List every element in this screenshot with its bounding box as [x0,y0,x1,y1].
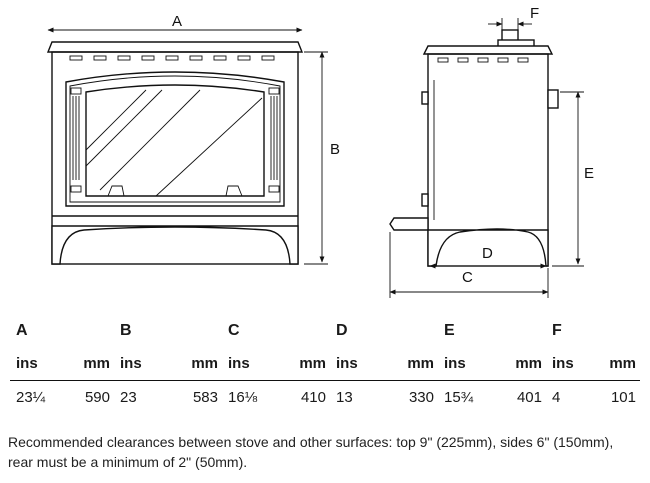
unit-mm: mm [191,354,218,372]
column-a-header: A [16,322,28,339]
value-d-ins: 13 [330,380,384,413]
stove-dimension-diagram: A B C [46,5,594,298]
dimension-f-label: F [530,5,539,22]
unit-mm: mm [83,354,110,372]
dimension-a-label: A [172,13,182,30]
value-d-mm: 330 [384,380,438,413]
value-b-mm: 583 [168,380,222,413]
value-c-ins: 16⅛ [222,380,276,413]
column-b-header: B [120,322,132,339]
table-letter-row: A B C D E F [10,316,640,346]
dimension-c-label: C [462,269,473,286]
value-e-mm: 401 [492,380,546,413]
value-f-ins: 4 [546,380,598,413]
value-a-mm: 590 [62,380,114,413]
value-e-ins: 15¾ [438,380,492,413]
unit-mm: mm [609,354,636,372]
front-view: A B [46,13,340,265]
value-b-ins: 23 [114,380,168,413]
unit-mm: mm [299,354,326,372]
dimensions-table: A B C D E F ins mm ins mm ins mm ins mm … [10,316,640,413]
unit-ins: ins [552,354,574,372]
unit-ins: ins [120,354,142,372]
clearance-note: Recommended clearances between stove and… [8,434,614,470]
value-f-mm: 101 [598,380,640,413]
unit-ins: ins [336,354,358,372]
unit-ins: ins [228,354,250,372]
column-c-header: C [228,322,240,339]
column-d-header: D [336,322,348,339]
column-f-header: F [552,322,562,339]
value-c-mm: 410 [276,380,330,413]
dimension-d-label: D [482,245,493,262]
unit-ins: ins [16,354,38,372]
unit-ins: ins [444,354,466,372]
unit-mm: mm [407,354,434,372]
dimension-b-label: B [330,141,340,158]
column-e-header: E [444,322,455,339]
dimension-e-label: E [584,165,594,182]
table-value-row: 23¼ 590 23 583 16⅛ 410 13 330 15¾ 401 4 … [10,380,640,413]
value-a-ins: 23¼ [10,380,62,413]
side-view: C D E F [389,5,594,298]
unit-mm: mm [515,354,542,372]
table-unit-row: ins mm ins mm ins mm ins mm ins mm ins m… [10,346,640,381]
